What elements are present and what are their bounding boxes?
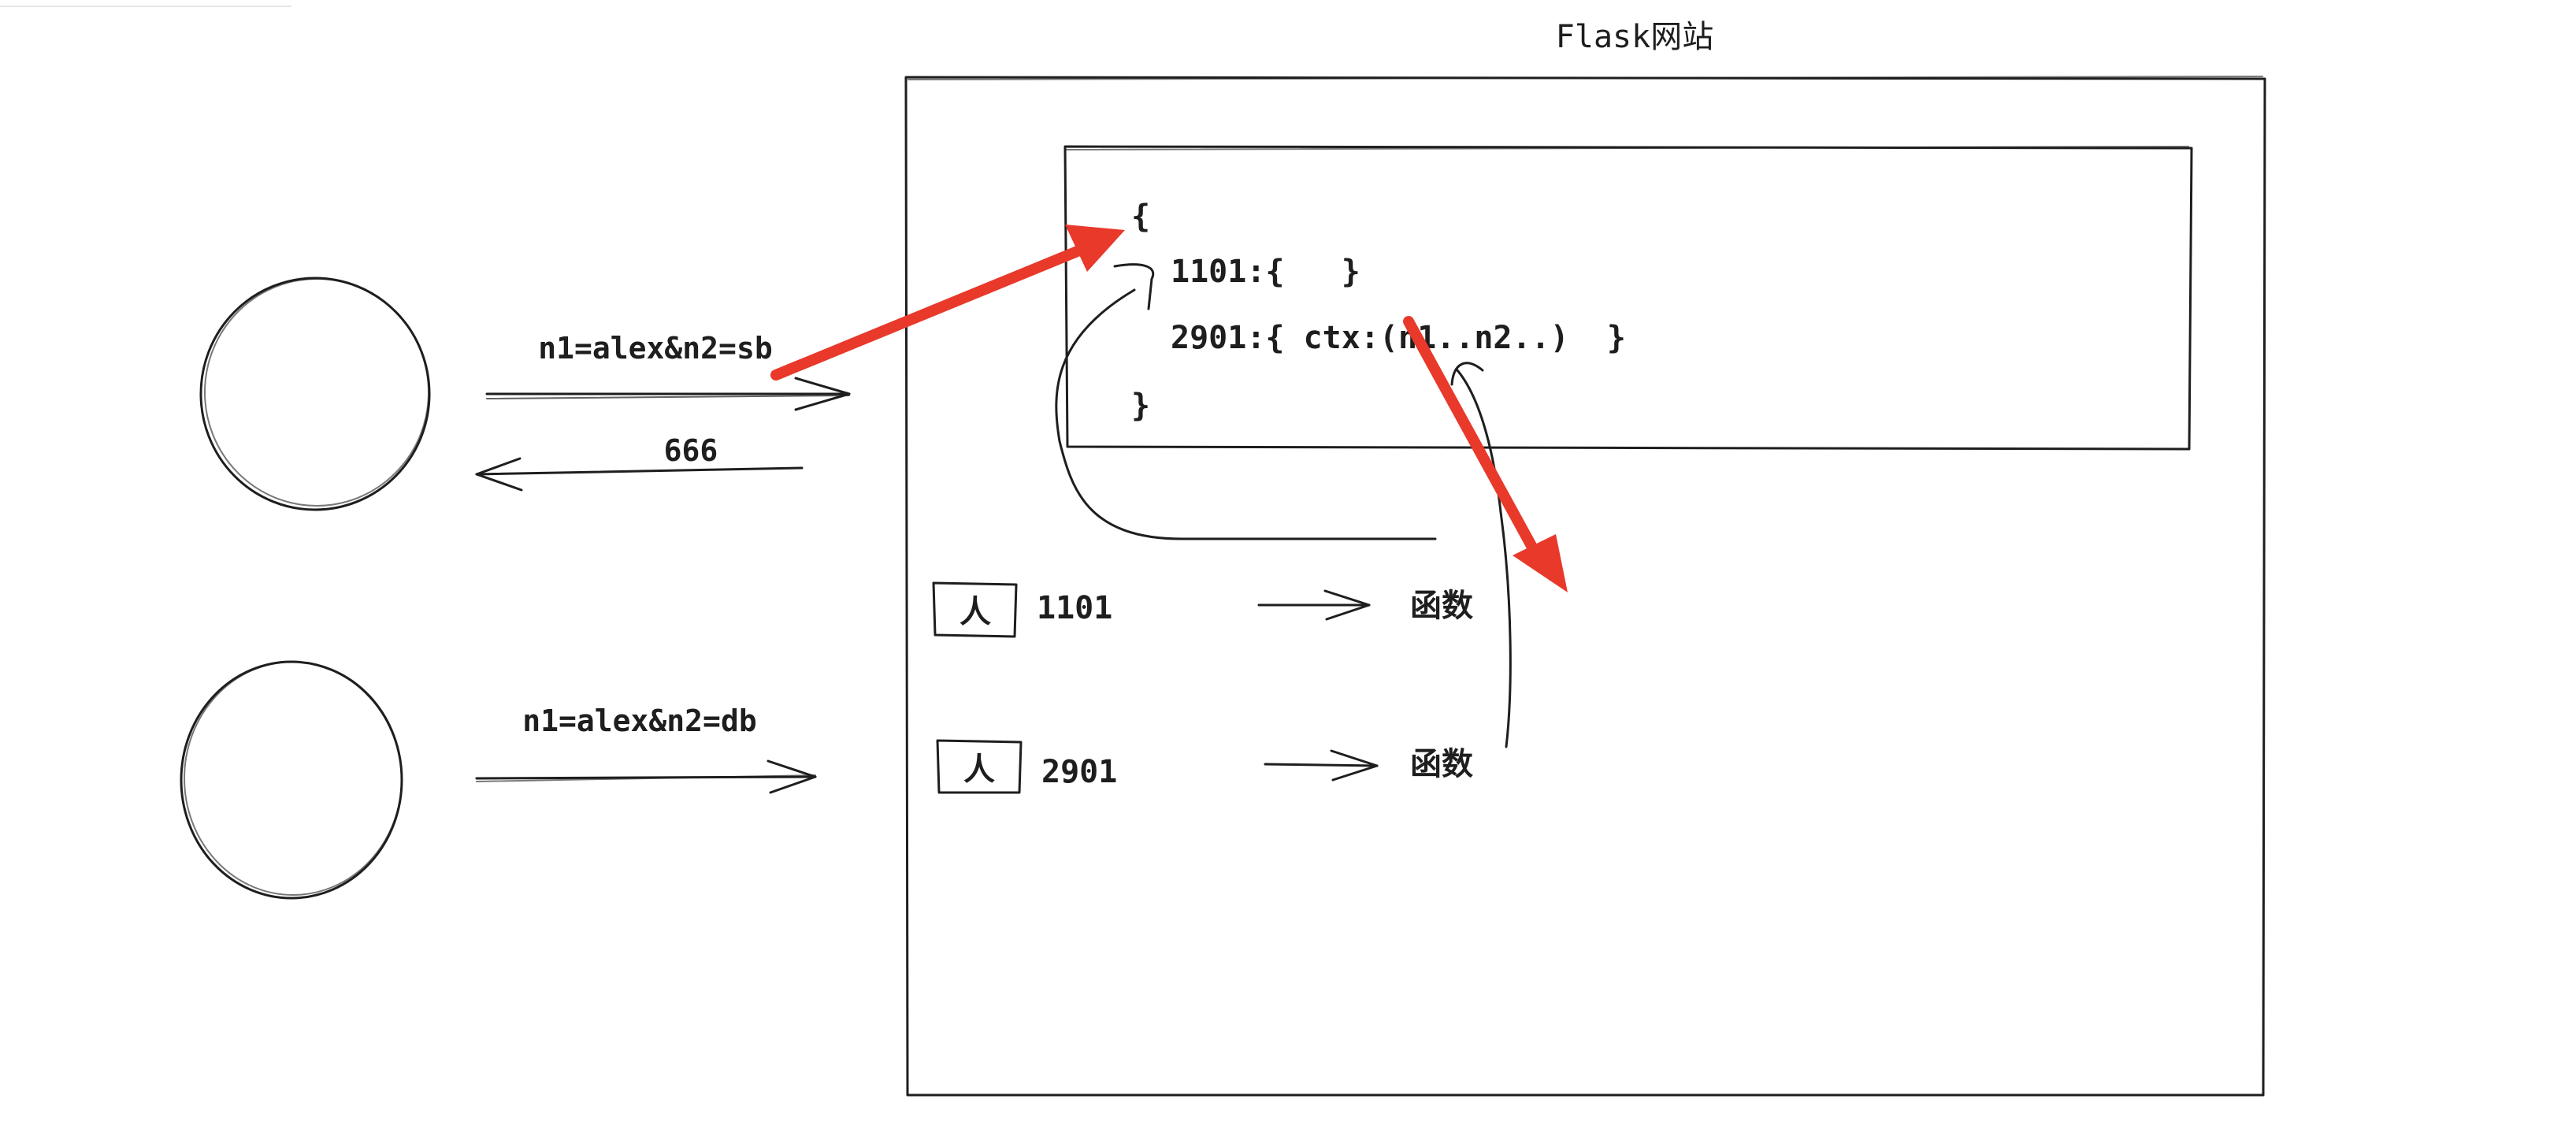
worker-1-arrow [1257, 589, 1371, 621]
storage-entry-1101: 1101:{ } [1171, 254, 1360, 290]
worker-2-id: 2901 [1041, 754, 1117, 790]
request-2-arrow [475, 759, 817, 794]
client-circle-1 [199, 277, 431, 511]
response-arrow [475, 457, 804, 492]
worker-2-connector [1450, 362, 1512, 748]
highlight-arrow-to-function [1403, 316, 1568, 592]
worker-1-connector [1055, 263, 1437, 540]
diagram-title: Flask网站 [1556, 19, 1713, 55]
worker-1-person-box [932, 581, 1018, 638]
highlight-arrow-to-storage [770, 225, 1125, 381]
worker-2-person-box [936, 739, 1023, 794]
response-label: 666 [664, 433, 718, 468]
worker-1-function: 函数 [1410, 588, 1473, 624]
worker-1-person-label: 人 [960, 594, 991, 630]
request-1-label: n1=alex&n2=sb [538, 331, 772, 366]
storage-box [1063, 145, 2193, 451]
request-2-label: n1=alex&n2=db [522, 704, 756, 738]
request-1-arrow [485, 377, 851, 411]
worker-2-arrow [1264, 749, 1379, 782]
flask-site-frame [904, 76, 2266, 1097]
worker-1-id: 1101 [1037, 590, 1112, 626]
worker-2-person-label: 人 [963, 752, 995, 788]
client-circle-2 [180, 660, 403, 900]
worker-2-function: 函数 [1410, 746, 1473, 782]
storage-entry-2901: 2901:{ ctx:(n1..n2..) } [1171, 320, 1626, 356]
storage-close-brace: } [1131, 388, 1150, 424]
storage-open-brace: { [1131, 199, 1150, 235]
